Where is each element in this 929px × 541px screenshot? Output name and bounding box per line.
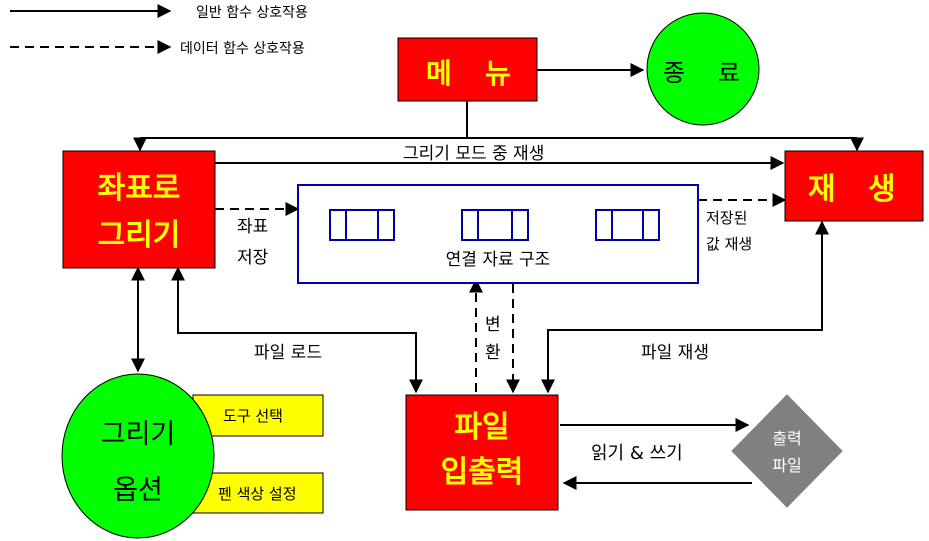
menu-label-right: 뉴 (485, 57, 511, 90)
legend: 일반 함수 상호작용 데이터 함수 상호작용 (10, 4, 308, 57)
node-menu: 메 뉴 (397, 37, 538, 102)
edge-labels: 그리기 모드 중 재생 좌표 저장 저장된 값 재생 파일 로드 변 환 파일 … (237, 144, 752, 464)
node-linked-list: 연결 자료 구조 (297, 184, 699, 284)
label-saved-value-1: 저장된 (706, 209, 747, 227)
node-output-file: 출력 파일 (731, 394, 843, 508)
playback-label-right: 생 (868, 172, 896, 207)
label-saved-value-2: 값 재생 (706, 235, 752, 253)
legend-dashed-label: 데이터 함수 상호작용 (180, 41, 305, 57)
exit-label-left: 종 (663, 59, 685, 87)
coord-draw-line1: 좌표로 (98, 171, 181, 206)
pen-color-label: 펜 색상 설정 (218, 485, 297, 503)
list-node-3 (595, 209, 660, 241)
label-read-write: 읽기 & 쓰기 (591, 443, 683, 464)
label-coord-save-2: 저장 (237, 248, 269, 268)
legend-solid-label: 일반 함수 상호작용 (196, 5, 308, 21)
node-draw-options: 그리기 옵션 (61, 373, 215, 539)
file-io-line2: 입출력 (441, 455, 524, 490)
label-coord-save-1: 좌표 (237, 217, 268, 237)
coord-draw-line2: 그리기 (98, 218, 181, 253)
list-node-1 (329, 209, 395, 241)
linked-list-label: 연결 자료 구조 (446, 250, 551, 270)
node-tool-select: 도구 선택 (192, 394, 324, 437)
exit-label-right: 료 (718, 59, 740, 87)
output-file-line1: 출력 (772, 429, 801, 448)
label-convert-2: 환 (485, 343, 501, 363)
node-exit: 종 료 (646, 12, 760, 126)
label-file-play: 파일 재생 (641, 343, 709, 363)
tool-select-label: 도구 선택 (223, 407, 283, 425)
list-node-2 (461, 209, 529, 241)
draw-options-line2: 옵션 (113, 475, 163, 506)
label-convert-1: 변 (485, 315, 501, 335)
node-file-io: 파일 입출력 (405, 394, 559, 511)
label-draw-mode-play: 그리기 모드 중 재생 (403, 144, 544, 164)
label-file-load: 파일 로드 (254, 343, 322, 363)
output-file-line2: 파일 (772, 456, 801, 475)
playback-label-left: 재 (808, 172, 836, 207)
menu-label-left: 메 (426, 57, 452, 90)
node-pen-color: 펜 색상 설정 (192, 472, 324, 514)
dashed-edges (215, 193, 787, 394)
draw-options-line1: 그리기 (101, 419, 176, 450)
node-coord-draw: 좌표로 그리기 (62, 150, 216, 269)
edge-file-load (171, 266, 423, 394)
edge-file-play (541, 220, 829, 394)
node-playback: 재 생 (784, 150, 924, 222)
file-io-line1: 파일 (454, 410, 509, 445)
